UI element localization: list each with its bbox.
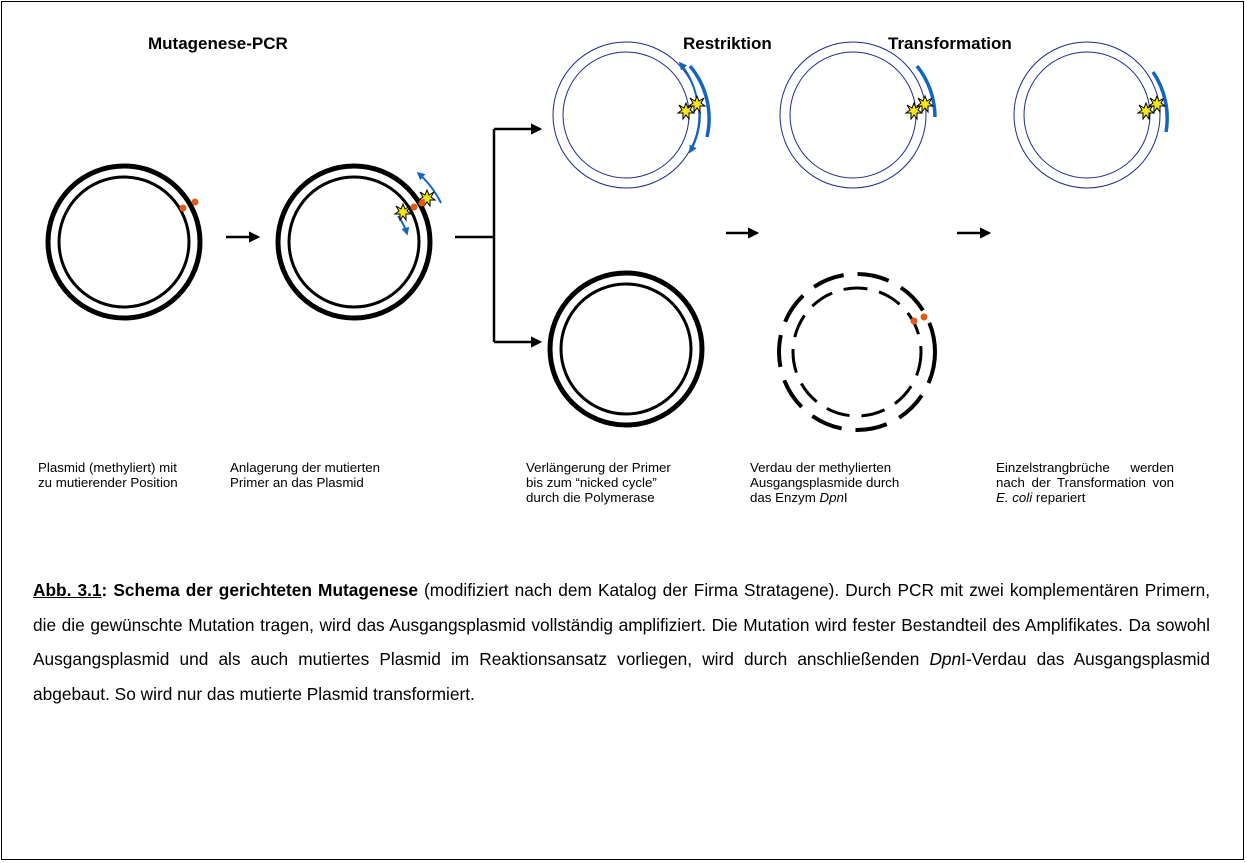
plasmid-original (45, 163, 203, 321)
primer-forward (416, 171, 442, 204)
caption-line: Primer an das Plasmid (230, 475, 364, 490)
caption-text: repariert (1032, 490, 1086, 505)
mutation-site-marker (418, 199, 426, 207)
organism-name: E. coli (996, 490, 1033, 505)
mutation-spark-icon (916, 95, 934, 113)
mutation-site-marker (910, 317, 918, 325)
figure-text: I-Verdau das Ausgangsplasmid abgebaut. S… (33, 649, 1210, 704)
caption-step1: Plasmid (methyliert) mit zu mutierender … (38, 460, 178, 490)
header-transformation: Transformation (888, 34, 1012, 53)
plasmid-digested (777, 272, 937, 432)
enzyme-name: Dpn (929, 649, 962, 670)
primer-extension (688, 64, 711, 138)
figure-label-colon: : (101, 580, 108, 600)
plasmid-primer-annealing (275, 163, 442, 321)
header-mutagenese-pcr: Mutagenese-PCR (148, 34, 288, 53)
caption-text: das Enzym (750, 490, 820, 505)
caption-line: durch die Polymerase (526, 490, 655, 505)
figure-text: (modifiziert nach dem Katalog der Firma … (33, 580, 1211, 670)
caption-line: Verlängerung der Primer (526, 460, 671, 475)
mutation-spark-icon (688, 95, 706, 113)
caption-line: Ausgangsplasmide durch (750, 475, 900, 490)
plasmid-transformed (1013, 41, 1169, 189)
caption-step4: Verdau der methylierten Ausgangsplasmide… (750, 460, 899, 505)
caption-line: zu mutierender Position (38, 475, 178, 490)
caption-line: Verdau der methylierten (750, 460, 892, 475)
mutation-spark-icon (1148, 95, 1166, 113)
plasmid-nicked-cycle (552, 41, 711, 189)
enzyme-name: Dpn (819, 490, 844, 505)
mutation-site-marker (179, 204, 187, 212)
caption-step2: Anlagerung der mutierten Primer an das P… (230, 460, 380, 490)
primer-reverse (397, 215, 410, 236)
caption-line: nach der Transformation von (996, 475, 1174, 490)
caption-line: das Enzym DpnI (750, 490, 899, 505)
caption-text: I (843, 490, 848, 505)
mutation-site-marker (920, 313, 928, 321)
mutagenesis-diagram (45, 41, 1169, 432)
caption-step5: Einzelstrangbrüche werden nach der Trans… (996, 460, 1174, 505)
caption-step3: Verlängerung der Primer bis zum “nicked … (526, 460, 671, 505)
caption-line: Anlagerung der mutierten (230, 460, 381, 475)
primer-reverse (689, 111, 702, 154)
figure-label: Abb. 3.1 (33, 580, 102, 600)
caption-line: bis zum “nicked cycle” (526, 475, 657, 490)
mutation-site-marker (410, 203, 418, 211)
figure-title: Schema der gerichteten Mutagenese (107, 580, 418, 600)
header-restriktion: Restriktion (683, 34, 772, 53)
mutation-site-marker (191, 198, 199, 206)
caption-line: Plasmid (methyliert) mit (38, 460, 177, 475)
figure-caption: Abb. 3.1: Schema der gerichteten Mutagen… (33, 573, 1210, 711)
caption-line: E. coli repariert (996, 490, 1174, 505)
plasmid-parental (547, 270, 705, 428)
primer-extension (1151, 71, 1169, 133)
primer-extension (915, 64, 937, 118)
mutation-spark-icon (394, 203, 412, 221)
branch-connector (455, 123, 543, 348)
caption-line: Einzelstrangbrüche werden (996, 460, 1174, 475)
plasmid-mutated-after-restriction (779, 41, 937, 189)
